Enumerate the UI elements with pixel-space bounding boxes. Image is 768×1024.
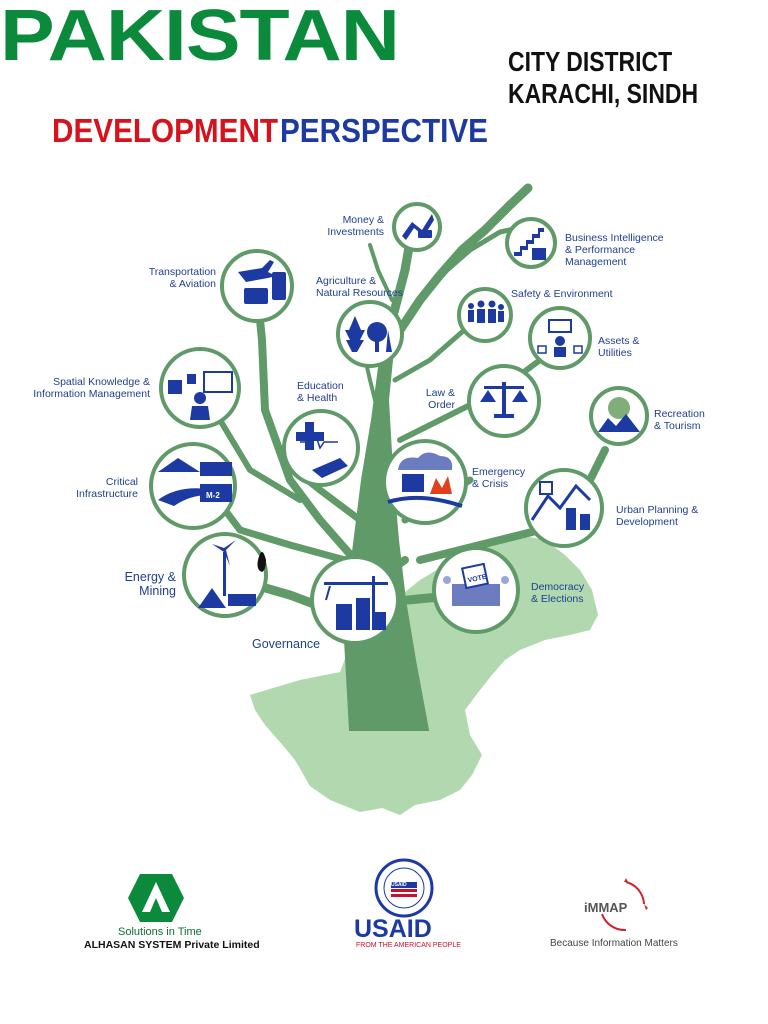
- subtitle-development: DEVELOPMENT: [52, 112, 279, 149]
- usaid-seal-label: USAID: [391, 882, 407, 888]
- vote-label: VOTE: [467, 574, 487, 585]
- assets-icon: [537, 319, 583, 357]
- label-safety: Safety & Environment: [511, 288, 613, 300]
- education-health-icon: [296, 422, 348, 478]
- immap-tagline: Because Information Matters: [550, 938, 678, 949]
- governance-icon: [324, 576, 388, 630]
- democracy-icon: VOTE: [443, 562, 509, 606]
- recreation-icon: [598, 397, 640, 432]
- usaid-tagline: FROM THE AMERICAN PEOPLE: [356, 942, 461, 949]
- law-order-icon: [480, 382, 528, 418]
- label-energy-mining: Energy & Mining: [124, 570, 176, 598]
- label-law-order: Law & Order: [425, 387, 455, 411]
- label-spatial-knowledge: Spatial Knowledge & Information Manageme…: [33, 376, 150, 400]
- page-title: PAKISTAN: [0, 0, 400, 76]
- label-emergency: Emergency & Crisis: [472, 466, 526, 490]
- label-money: Money & Investments: [327, 214, 384, 238]
- critical-infrastructure-icon: [158, 458, 232, 506]
- usaid-seal-icon: [374, 858, 434, 918]
- label-recreation: Recreation & Tourism: [654, 408, 705, 432]
- motorway-label: M-2: [206, 491, 220, 500]
- usaid-wordmark: USAID: [354, 915, 432, 943]
- alhasan-tagline: Solutions in Time: [118, 926, 202, 938]
- label-governance: Governance: [252, 637, 321, 651]
- label-business-intelligence: Business Intelligence & Performance Mana…: [565, 232, 664, 268]
- business-intelligence-icon: [514, 228, 546, 260]
- emergency-icon: [387, 452, 463, 508]
- urban-planning-icon: [530, 481, 592, 530]
- label-agriculture: Agriculture & Natural Resources: [316, 275, 403, 299]
- location-line-2: KARACHI, SINDH: [508, 78, 699, 109]
- spatial-knowledge-icon: [168, 371, 233, 420]
- money-icon: [402, 214, 434, 240]
- agriculture-icon: [345, 316, 392, 352]
- safety-icon: [468, 300, 504, 323]
- subtitle-perspective: PERSPECTIVE: [280, 112, 488, 149]
- alhasan-logo-mark: [128, 874, 184, 922]
- alhasan-company-name: ALHASAN SYSTEM Private Limited: [84, 939, 260, 951]
- label-assets: Assets & Utilities: [598, 335, 640, 359]
- transportation-icon: [238, 260, 286, 304]
- energy-mining-icon: [198, 540, 266, 608]
- label-urban-planning: Urban Planning & Development: [616, 504, 699, 528]
- immap-wordmark: iMMAP: [584, 900, 628, 915]
- label-transportation: Transportation & Aviation: [148, 266, 216, 290]
- label-education-health: Education & Health: [297, 380, 344, 404]
- label-democracy: Democracy & Elections: [531, 581, 585, 605]
- location-line-1: CITY DISTRICT: [508, 46, 673, 77]
- label-critical-infrastructure: Critical Infrastructure: [76, 476, 138, 500]
- pakistan-map: [250, 535, 598, 815]
- immap-compass-icon: [601, 878, 648, 932]
